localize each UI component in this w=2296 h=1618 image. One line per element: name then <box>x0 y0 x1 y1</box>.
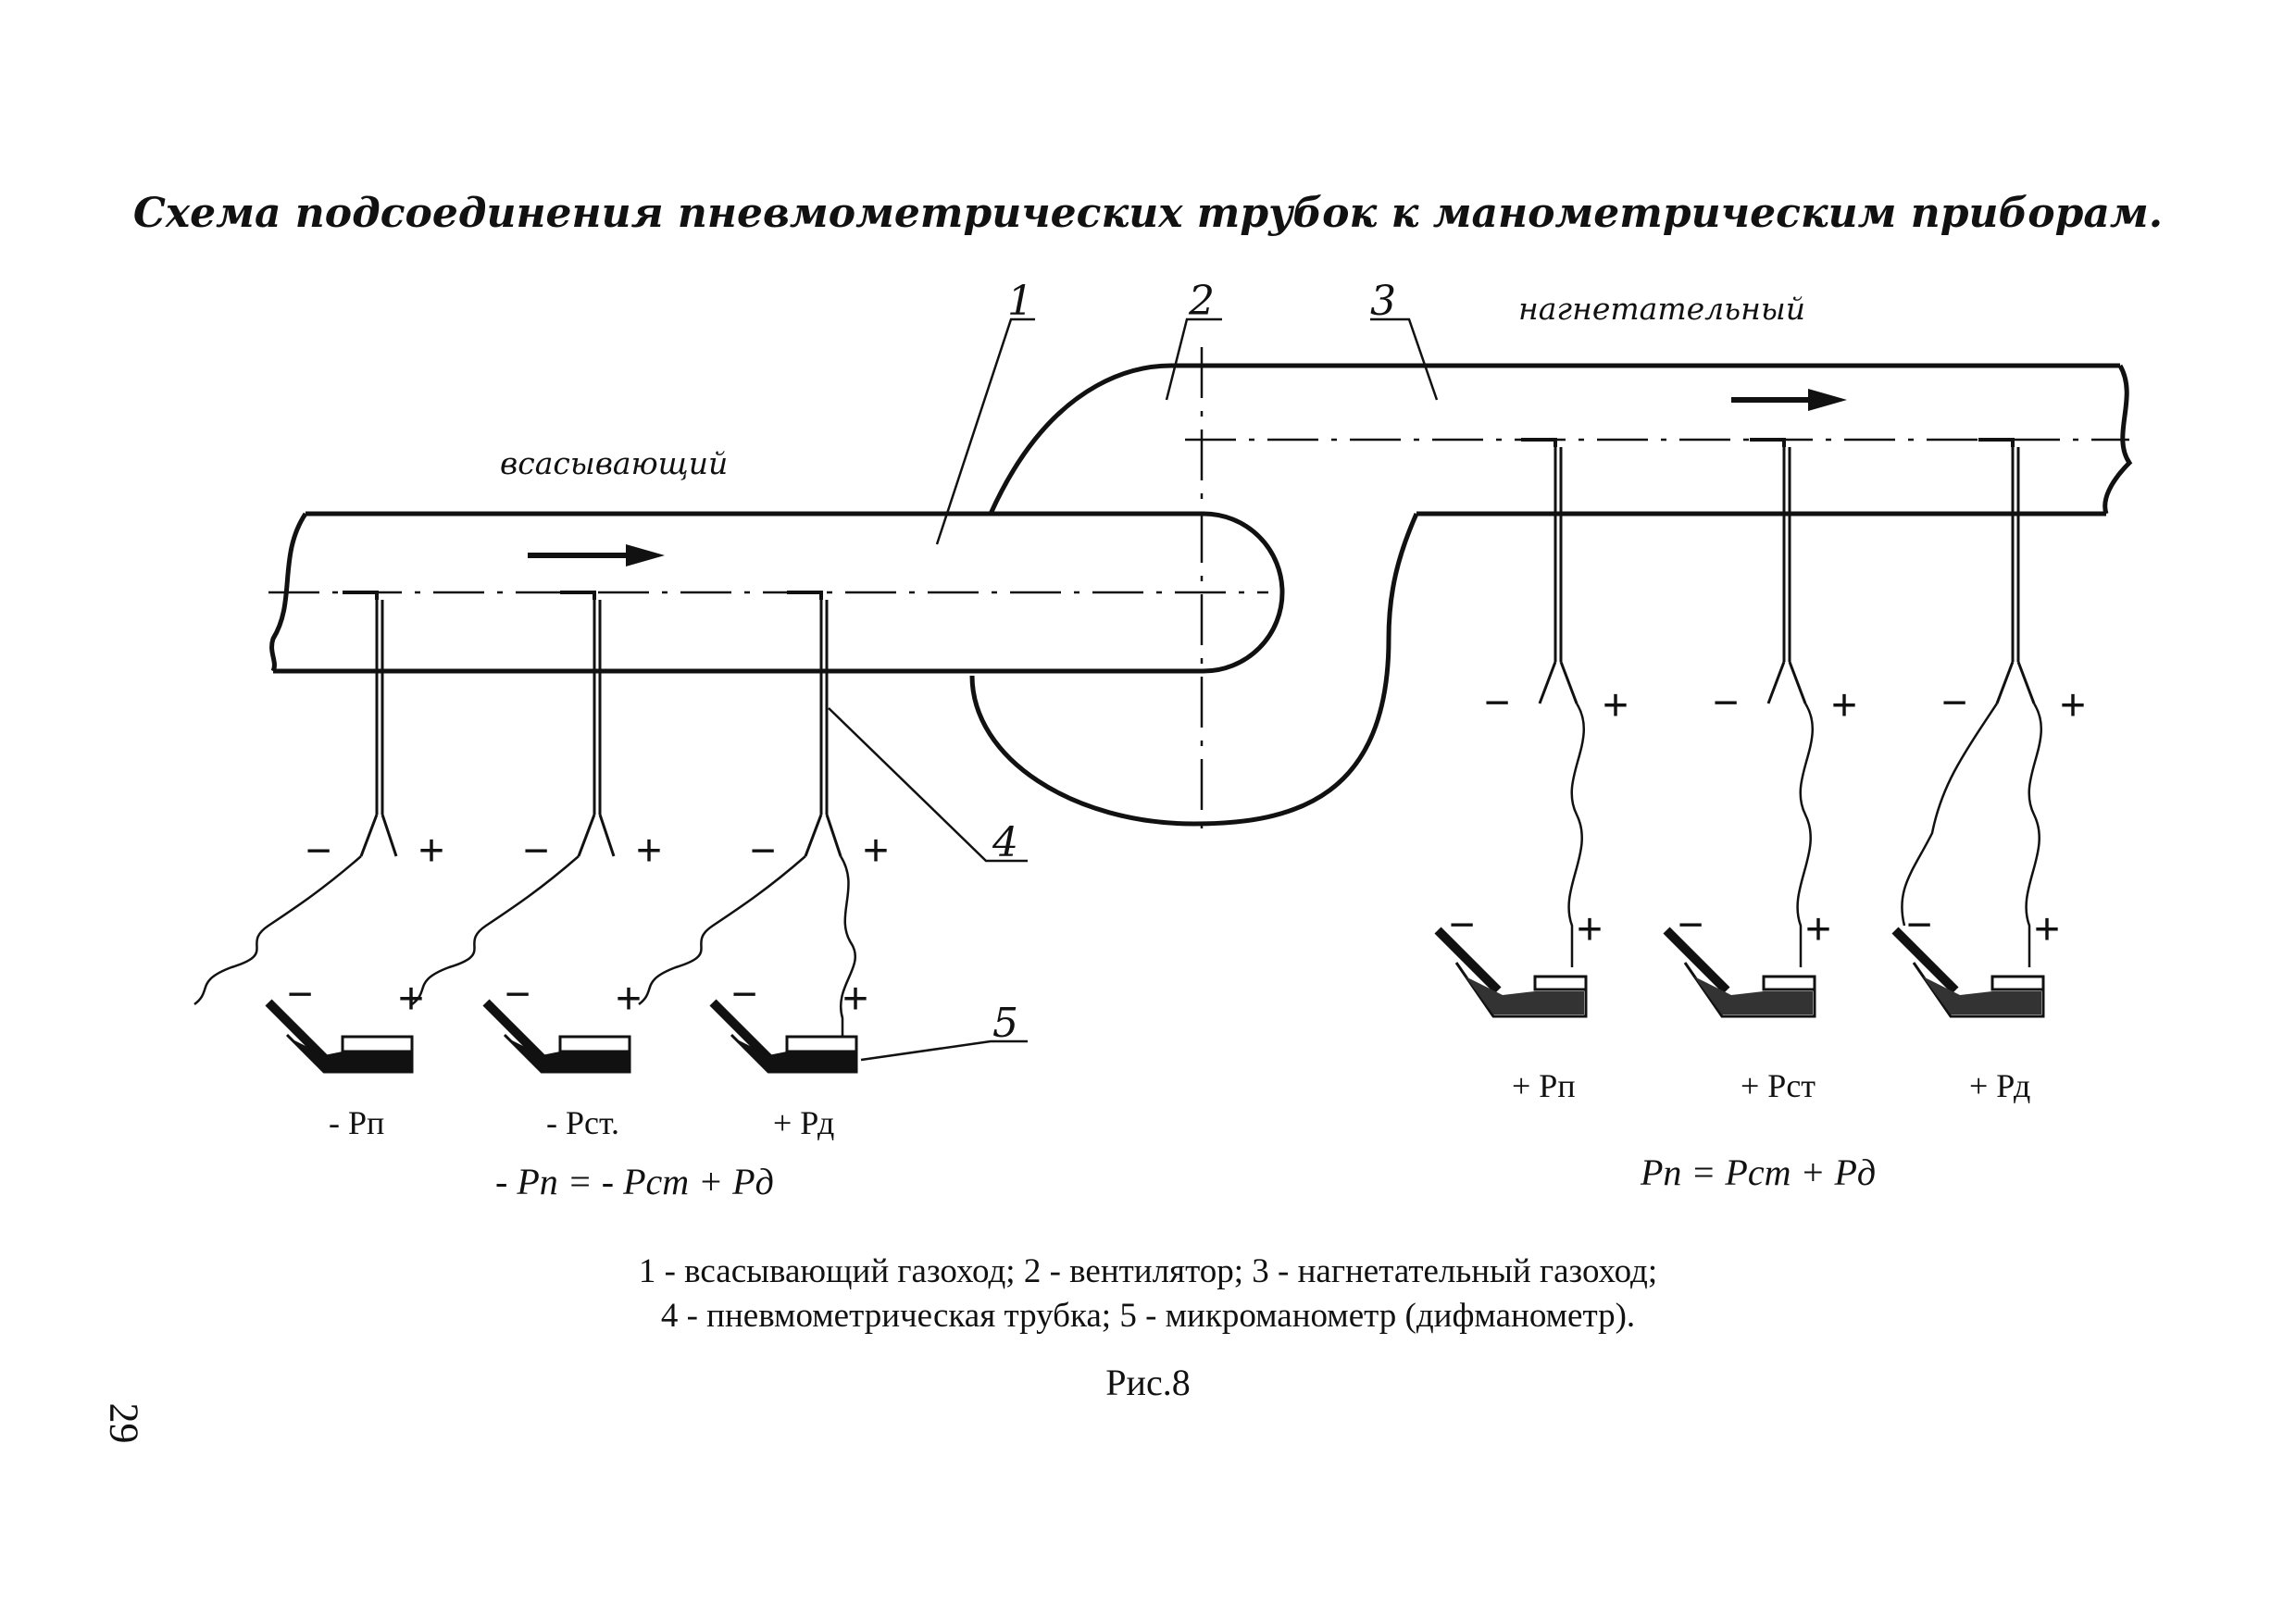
tube-plus-sign: + <box>418 827 444 876</box>
pitot-tube-fork <box>359 814 398 857</box>
plus-hose <box>2025 703 2043 967</box>
gauge-minus-sign: − <box>505 970 530 1019</box>
plus-hose <box>839 855 857 1041</box>
gauge-minus-sign: − <box>731 970 757 1019</box>
gauge-plus-sign: + <box>1577 905 1603 954</box>
pitot-tube-fork <box>577 814 616 857</box>
pressure-label: - Рп <box>329 1104 384 1141</box>
pressure-label: + Рд <box>1969 1067 2030 1104</box>
number-4: 4 <box>992 819 1018 866</box>
minus-hose <box>1901 703 1999 927</box>
tube-minus-sign: − <box>1484 678 1510 728</box>
tube-minus-sign: − <box>523 827 549 876</box>
tube-minus-sign: − <box>750 827 776 876</box>
pitot-tube-tip <box>787 591 823 600</box>
pitot-tube-tip <box>1521 438 1557 447</box>
leader-2 <box>1165 317 1222 401</box>
discharge-pipe-break <box>2103 364 2133 515</box>
pitot-tube-fork <box>1538 661 1578 704</box>
inclined-tube <box>1891 927 1959 994</box>
formula-suction: - Pп = - Pст + Pд <box>495 1161 774 1202</box>
plus-hose <box>1567 703 1586 967</box>
pitot-tube-tip <box>343 591 379 600</box>
pitot-tube-fork <box>1766 661 1807 704</box>
micromanometer-reservoir <box>1533 975 1588 991</box>
gauge-plus-sign: + <box>616 975 642 1024</box>
tube-plus-sign: + <box>863 827 889 876</box>
pitot-tube-fork <box>1995 661 2036 704</box>
pitot-tube-tip <box>1978 438 2015 447</box>
number-5: 5 <box>992 1000 1018 1047</box>
gauge-plus-sign: + <box>2034 905 2060 954</box>
suction-label: всасывающий <box>500 445 728 481</box>
micromanometer-liquid <box>1923 977 2041 1014</box>
inclined-tube <box>1434 927 1502 994</box>
gauge-plus-sign: + <box>398 975 424 1024</box>
micromanometer-reservoir <box>785 1035 858 1053</box>
gauge-plus-sign: + <box>842 975 868 1024</box>
tube-plus-sign: + <box>2060 681 2086 730</box>
micromanometer-reservoir <box>1990 975 2045 991</box>
inclined-tube <box>1663 927 1730 994</box>
pressure-label: - Рст. <box>546 1104 619 1141</box>
minus-hose <box>193 855 362 1005</box>
gauge-minus-sign: − <box>287 970 313 1019</box>
micromanometer-reservoir <box>558 1035 631 1053</box>
micromanometer-liquid <box>1694 977 1813 1014</box>
pitot-tube-fork <box>804 814 842 857</box>
tube-minus-sign: − <box>1713 678 1739 728</box>
tube-plus-sign: + <box>1831 681 1857 730</box>
micromanometer-reservoir <box>1762 975 1816 991</box>
page-number: 29 <box>101 1402 147 1444</box>
pressure-label: + Рп <box>1512 1067 1576 1104</box>
tube-minus-sign: − <box>306 827 331 876</box>
pressure-label: + Рст <box>1741 1067 1816 1104</box>
discharge-pipe <box>1171 363 2120 517</box>
legend-line-1: 1 - всасывающий газоход; 2 - вентилятор;… <box>638 1252 1658 1290</box>
micromanometer-liquid <box>1466 977 1584 1014</box>
pitot-tube-tip <box>560 591 596 600</box>
legend-line-2: 4 - пневмометрическая трубка; 5 - микром… <box>660 1297 1636 1335</box>
formula-discharge: Pп = Pст + Pд <box>1640 1151 1876 1193</box>
tube-minus-sign: − <box>1941 678 1967 728</box>
minus-hose <box>411 855 580 1005</box>
suction-pipe <box>273 511 1285 674</box>
leader-1 <box>935 317 1035 545</box>
figure-label: Рис.8 <box>1105 1362 1191 1403</box>
micromanometer-liquid <box>731 1037 856 1072</box>
discharge-flow-arrowhead <box>1808 389 1847 411</box>
leader-5 <box>860 1039 1028 1062</box>
pitot-tube-tip <box>1750 438 1786 447</box>
number-3: 3 <box>1370 278 1396 325</box>
micromanometer-liquid <box>505 1037 630 1072</box>
gauge-plus-sign: + <box>1805 905 1831 954</box>
diagram-title: Схема подсоединения пневмометрических тр… <box>132 190 2164 237</box>
discharge-label: нагнетательный <box>1518 291 1805 327</box>
suction-flow-arrowhead <box>626 544 665 566</box>
number-2: 2 <box>1188 278 1215 325</box>
leader-4 <box>828 707 1028 863</box>
suction-pipe-break <box>269 512 308 673</box>
plus-hose <box>1796 703 1815 967</box>
micromanometer-reservoir <box>341 1035 414 1053</box>
fan-housing <box>969 363 1419 827</box>
leader-3 <box>1370 317 1439 401</box>
tube-plus-sign: + <box>1603 681 1628 730</box>
micromanometer-liquid <box>287 1037 412 1072</box>
minus-hose <box>638 855 806 1005</box>
pressure-label: + Рд <box>773 1104 834 1141</box>
number-1: 1 <box>1007 278 1033 325</box>
tube-plus-sign: + <box>636 827 662 876</box>
